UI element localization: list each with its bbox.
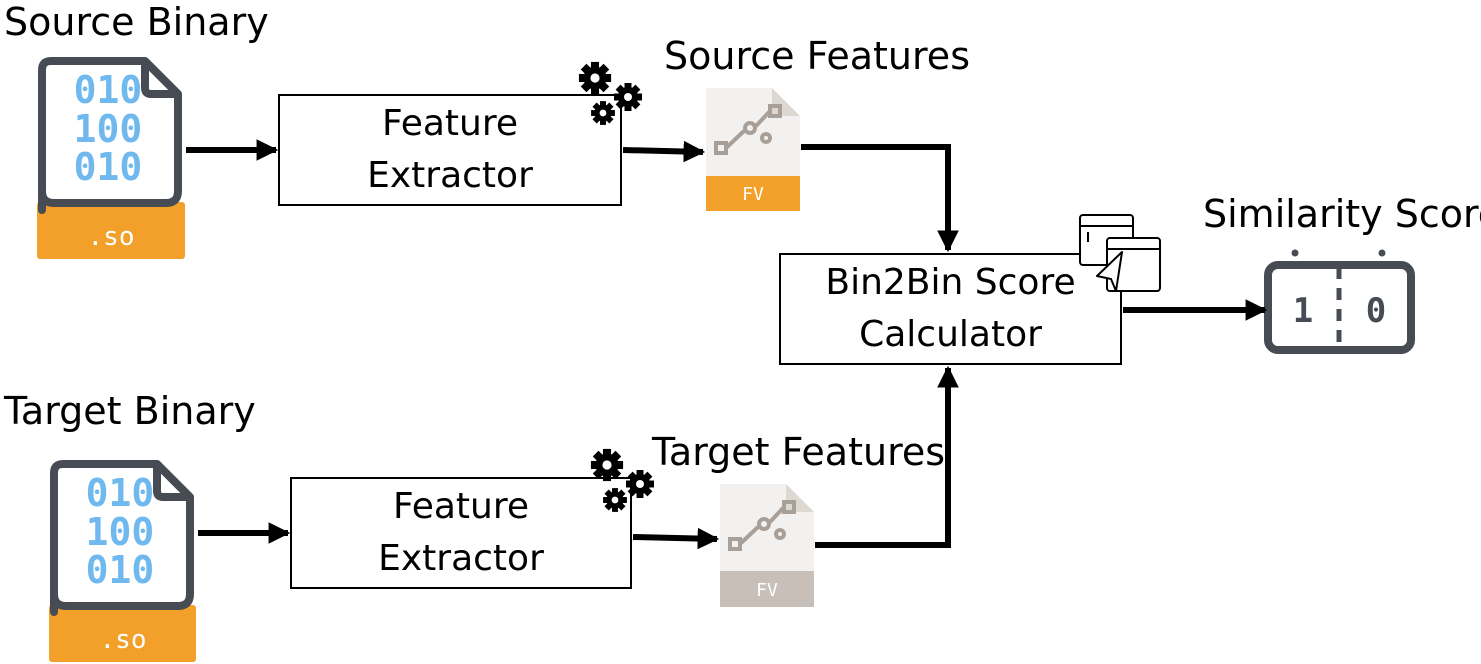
target-bits-row-3: 010 (86, 548, 155, 592)
score-calculator-box: Bin2Bin Score Calculator (779, 253, 1122, 365)
source-file-ext: .so (88, 222, 135, 252)
calculator-line-1: Bin2Bin Score (825, 262, 1076, 303)
target-features-tag: FV (756, 580, 778, 601)
source-binary-title: Source Binary (4, 0, 269, 44)
source-binary-file-icon: 010 100 010 .so (37, 57, 185, 259)
target-gears-icon (590, 448, 654, 512)
target-binary-file-icon: 010 100 010 .so (49, 460, 196, 662)
target-extractor-line-1: Feature (392, 486, 530, 527)
source-features-file-icon: FV (706, 88, 800, 211)
source-bits-row-1: 010 (74, 68, 143, 112)
target-features-title: Target Features (652, 430, 946, 474)
arrow-target-features-to-calculator (815, 365, 959, 548)
source-bits-row-2: 100 (74, 107, 143, 151)
calculator-line-2: Calculator (859, 314, 1042, 355)
source-extractor-line-1: Feature (381, 103, 519, 144)
score-right-digit: 0 (1366, 291, 1386, 331)
source-gears-icon (578, 61, 642, 125)
arrow-source-extractor-to-features (622, 140, 706, 163)
target-file-ext: .so (100, 625, 147, 655)
source-feature-extractor-box: Feature Extractor (278, 94, 622, 206)
source-features-tag: FV (742, 184, 764, 205)
target-feature-extractor-box: Feature Extractor (290, 477, 632, 589)
calculator-windows-icon (1079, 214, 1161, 292)
target-bits-row-1: 010 (86, 471, 155, 515)
arrow-target-extractor-to-features (632, 527, 720, 550)
source-features-title: Source Features (664, 34, 970, 78)
similarity-score-title: Similarity Score (1203, 192, 1481, 236)
score-left-digit: 1 (1293, 291, 1313, 331)
similarity-score-icon: 1 0 (1264, 249, 1415, 354)
target-features-file-icon: FV (720, 484, 814, 607)
target-extractor-line-2: Extractor (378, 538, 544, 579)
target-bits-row-2: 100 (86, 510, 155, 554)
source-bits-row-3: 010 (74, 145, 143, 189)
target-binary-title: Target Binary (4, 389, 256, 433)
source-extractor-line-2: Extractor (367, 155, 533, 196)
arrow-source-features-to-calculator (801, 144, 959, 253)
